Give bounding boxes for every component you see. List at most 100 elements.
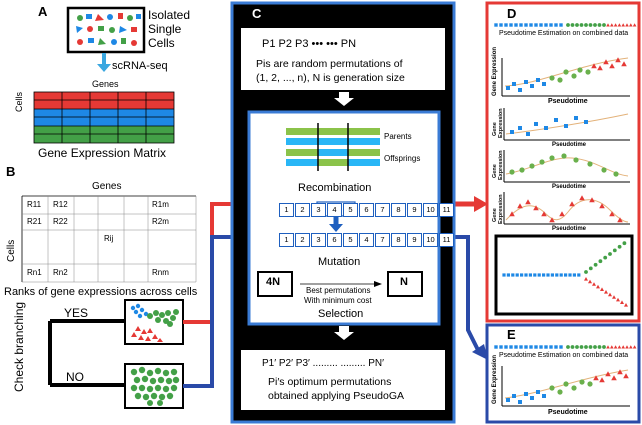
- scatter-mark: [542, 394, 546, 398]
- d-xlabel-1: Pseudotime: [548, 98, 588, 105]
- scatter-mark: [569, 201, 575, 207]
- expression-matrix: [33, 91, 175, 144]
- sequence-cell: 9: [407, 203, 422, 217]
- trajectory-mark: [520, 273, 524, 277]
- trajectory-mark: [604, 290, 608, 294]
- sequence-cell: 8: [391, 203, 406, 217]
- no-cluster-dots: [130, 366, 180, 406]
- scatter-mark: [561, 153, 567, 159]
- scatter-mark: [605, 371, 611, 377]
- isolated-label: Isolated: [148, 8, 191, 22]
- cell-r12: R12: [53, 200, 68, 209]
- strip-mark: [544, 345, 548, 349]
- sequence-cell: 6: [359, 203, 374, 217]
- strip-mark: [514, 345, 518, 349]
- sequence-cell: 3: [311, 233, 326, 247]
- sequence-cell: 4: [359, 233, 374, 247]
- strip-mark: [494, 345, 498, 349]
- trajectory-mark: [612, 248, 617, 253]
- parents-label: Parents: [384, 132, 412, 141]
- offsprings-label: Offsprings: [384, 154, 421, 163]
- strip-mark: [613, 345, 618, 349]
- trajectory-mark: [559, 273, 563, 277]
- strip-mark: [534, 345, 538, 349]
- d-ylabel: Gene Expression: [492, 46, 498, 96]
- sequence-cell: 1: [279, 203, 294, 217]
- strip-mark: [554, 23, 558, 27]
- sequence-cell: 1: [279, 233, 294, 247]
- scatter-mark: [587, 381, 593, 387]
- trajectory-mark: [568, 273, 572, 277]
- scatter-mark: [617, 369, 623, 375]
- trajectory-mark: [515, 273, 519, 277]
- strip-mark: [559, 23, 563, 27]
- perm-desc-1: Pis are random permutations of: [256, 58, 403, 70]
- sequence-cell: 4: [327, 203, 342, 217]
- panel-label-b: B: [6, 164, 16, 179]
- output-permutation-line: P1′ P2′ P3′ ......... ......... PN′: [262, 358, 384, 369]
- sequence-cell: 11: [439, 203, 454, 217]
- scatter-mark: [571, 73, 577, 79]
- output-desc-1: Pi′s optimum permutations: [268, 376, 392, 388]
- trajectory-mark: [603, 255, 608, 260]
- strip-mark: [504, 23, 508, 27]
- sequence-cell: 8: [391, 233, 406, 247]
- branching-tree: [48, 299, 184, 409]
- cell-rnm: Rnm: [152, 268, 169, 277]
- trajectory-mark: [616, 297, 620, 302]
- scatter-mark: [506, 398, 510, 402]
- scatter-mark: [509, 169, 515, 175]
- scatter-mark: [510, 130, 514, 134]
- scatter-mark: [584, 120, 588, 124]
- pool-out-label: N: [400, 276, 408, 288]
- scatter-mark: [525, 199, 531, 205]
- sequence-cell: 7: [375, 203, 390, 217]
- strip-mark: [519, 345, 523, 349]
- strip-mark: [584, 23, 588, 27]
- trajectory-mark: [502, 273, 506, 277]
- scatter-mark: [611, 375, 617, 381]
- trajectory-mark: [564, 273, 568, 277]
- selection-label: Selection: [318, 308, 364, 320]
- scatter-mark: [530, 84, 534, 88]
- strip-mark: [559, 345, 563, 349]
- recombination-label: Recombination: [298, 182, 372, 194]
- trajectory-mark: [622, 241, 627, 246]
- strip-mark: [632, 23, 637, 27]
- trajectory-mark: [555, 273, 559, 277]
- trajectory-mark: [598, 259, 603, 264]
- trajectory-mark: [617, 244, 622, 249]
- scatter-mark: [603, 59, 609, 65]
- strip-mark: [570, 345, 575, 349]
- scatter-mark: [541, 211, 547, 217]
- trajectory-mark: [572, 273, 576, 277]
- scatter-mark: [544, 126, 548, 130]
- strip-mark: [579, 23, 584, 27]
- strip-mark: [602, 345, 606, 349]
- scatter-mark: [571, 385, 577, 391]
- scatter-mark: [534, 122, 538, 126]
- panel-b-grid: [21, 195, 197, 283]
- strip-mark: [509, 23, 513, 27]
- scatter-mark: [573, 157, 579, 163]
- cell-rij: Rij: [104, 234, 114, 243]
- e-ylabel: Gene Expression: [492, 354, 498, 404]
- scatter-mark: [554, 118, 558, 122]
- scatter-mark: [601, 167, 607, 173]
- trajectory-mark: [524, 273, 528, 277]
- d-ylabel-2b: Expression: [498, 108, 504, 138]
- scatter-mark: [564, 124, 568, 128]
- strip-mark: [588, 345, 593, 349]
- strip-mark: [575, 345, 579, 349]
- strip-mark: [593, 345, 597, 349]
- strip-mark: [617, 23, 622, 27]
- strip-mark: [519, 23, 523, 27]
- scatter-mark: [512, 82, 516, 86]
- panel-d: [485, 1, 641, 323]
- cells-caption: Cells: [148, 36, 175, 50]
- sequence-cell: 2: [295, 203, 310, 217]
- panel-label-e: E: [507, 327, 516, 342]
- scatter-mark: [529, 163, 535, 169]
- strip-mark: [597, 23, 602, 27]
- trajectory-mark: [608, 252, 612, 256]
